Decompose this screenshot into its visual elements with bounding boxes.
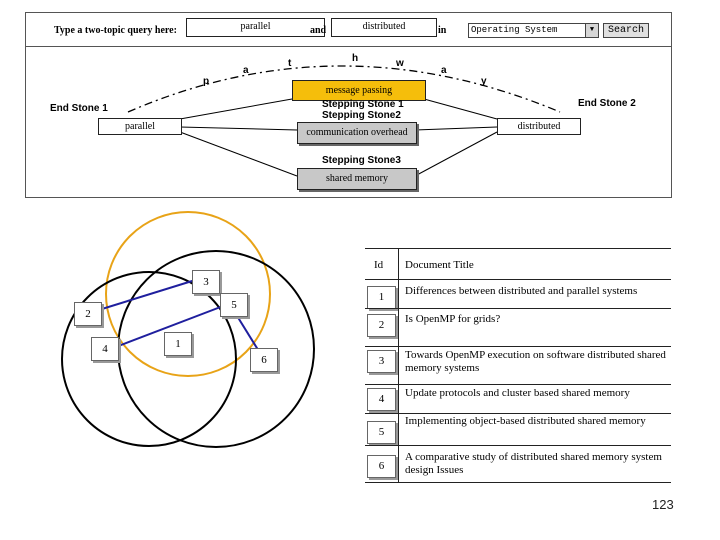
end-stone-1-label: End Stone 1	[50, 103, 108, 114]
topic2-input[interactable]: distributed	[331, 18, 437, 37]
row-title: Implementing object-based distributed sh…	[405, 415, 646, 427]
row-title: A comparative study of distributed share…	[405, 451, 662, 476]
row-id: 4	[367, 388, 396, 411]
and-label: and	[310, 25, 327, 36]
stepping-stone-1-label: Stepping Stone 1	[322, 99, 404, 110]
path-letter-a: a	[243, 65, 249, 76]
stepping-stone-2[interactable]: communication overhead	[297, 122, 417, 144]
end-stone-2[interactable]: distributed	[497, 118, 581, 135]
table-row[interactable]: 6 A comparative study of distributed sha…	[365, 445, 671, 482]
row-id: 3	[367, 350, 396, 373]
query-prompt: Type a two-topic query here:	[54, 25, 177, 36]
row-rule	[365, 445, 671, 446]
table-row[interactable]: 5 Implementing object-based distributed …	[365, 413, 671, 445]
table-row[interactable]: 4 Update protocols and cluster based sha…	[365, 384, 671, 413]
row-title: Towards OpenMP execution on software dis…	[405, 349, 666, 374]
path-letter-a2: a	[441, 65, 447, 76]
table-column-divider	[398, 248, 399, 483]
row-title: Differences between distributed and para…	[405, 285, 638, 297]
link-2-3	[88, 276, 206, 314]
page-number: 123	[652, 497, 674, 512]
document-table: Id Document Title 1 Differences between …	[365, 248, 675, 488]
table-header-rule	[365, 279, 671, 280]
table-top-rule	[365, 248, 671, 249]
venn-diagram	[61, 211, 315, 448]
link-5-6	[233, 310, 261, 354]
stepping-stone-3[interactable]: shared memory	[297, 168, 417, 190]
venn-node-2[interactable]: 2	[74, 302, 102, 326]
row-rule	[365, 308, 671, 309]
search-button[interactable]: Search	[603, 23, 649, 38]
venn-node-5[interactable]: 5	[220, 293, 248, 317]
pathway-lines	[127, 65, 561, 177]
stepping-stone-3-label: Stepping Stone3	[322, 155, 401, 166]
connector-s1-end2	[423, 98, 498, 120]
row-id: 1	[367, 286, 396, 309]
end-stone-1[interactable]: parallel	[98, 118, 182, 135]
connector-end1-s3	[179, 131, 298, 177]
col-header-id: Id	[374, 259, 384, 271]
row-title: Update protocols and cluster based share…	[405, 387, 630, 399]
connector-end1-s1	[179, 98, 293, 120]
col-header-title: Document Title	[405, 259, 474, 271]
stepping-stone-1[interactable]: message passing	[292, 80, 426, 101]
dropdown-arrow-icon[interactable]: ▼	[585, 24, 598, 37]
end-stone-2-label: End Stone 2	[578, 98, 636, 109]
topic1-input[interactable]: parallel	[186, 18, 325, 37]
table-row[interactable]: 2 Is OpenMP for grids?	[365, 308, 671, 346]
connector-s2-end2	[414, 126, 498, 131]
venn-circle-left	[61, 271, 237, 447]
row-rule	[365, 346, 671, 347]
path-letter-w: w	[396, 58, 404, 69]
path-letter-h: h	[352, 53, 359, 64]
path-letter-y: y	[481, 76, 487, 87]
link-4-5	[107, 302, 232, 351]
row-title: Is OpenMP for grids?	[405, 313, 501, 325]
row-rule	[365, 384, 671, 385]
connector-end1-s2	[179, 126, 298, 131]
venn-circle-orange	[105, 211, 271, 377]
venn-node-1[interactable]: 1	[164, 332, 192, 356]
domain-select-value: Operating System	[471, 25, 558, 35]
row-id: 2	[367, 314, 396, 337]
connector-s3-end2	[414, 131, 498, 177]
venn-node-3[interactable]: 3	[192, 270, 220, 294]
venn-node-4[interactable]: 4	[91, 337, 119, 361]
row-rule	[365, 413, 671, 414]
table-row[interactable]: 3 Towards OpenMP execution on software d…	[365, 346, 671, 384]
venn-node-6[interactable]: 6	[250, 348, 278, 372]
stepping-stone-2-label: Stepping Stone2	[322, 110, 401, 121]
path-letter-t: t	[288, 58, 292, 69]
in-label: in	[438, 25, 447, 36]
pathway-arc	[127, 65, 561, 113]
domain-select[interactable]: Operating System ▼	[468, 23, 599, 38]
table-bottom-rule	[365, 482, 671, 483]
path-letter-p: p	[203, 76, 210, 87]
table-row[interactable]: 1 Differences between distributed and pa…	[365, 279, 671, 309]
row-id: 5	[367, 421, 396, 444]
row-id: 6	[367, 455, 396, 478]
query-bar: Type a two-topic query here: parallel an…	[25, 12, 672, 48]
